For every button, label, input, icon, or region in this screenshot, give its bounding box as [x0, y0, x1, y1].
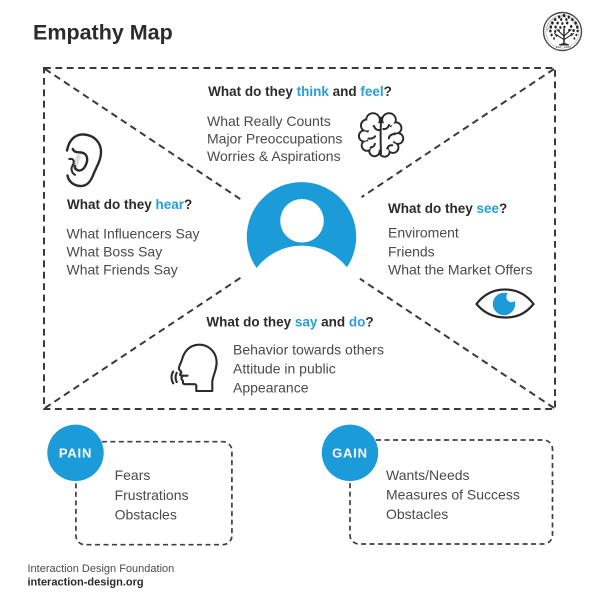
svg-text:Enviroment: Enviroment	[388, 225, 459, 241]
svg-text:What the Market Offers: What the Market Offers	[388, 262, 532, 278]
svg-text:Obstacles: Obstacles	[115, 507, 177, 523]
svg-text:Worries & Aspirations: Worries & Aspirations	[207, 148, 341, 164]
svg-text:Appearance: Appearance	[233, 380, 309, 396]
svg-text:What do they say and do?: What do they say and do?	[206, 315, 373, 330]
svg-text:Frustrations: Frustrations	[115, 487, 189, 503]
svg-text:What Really Counts: What Really Counts	[207, 113, 331, 129]
svg-text:Measures of Success: Measures of Success	[386, 487, 520, 503]
svg-text:Attitude in public: Attitude in public	[233, 361, 336, 377]
svg-text:Obstacles: Obstacles	[386, 506, 448, 522]
svg-text:Behavior towards others: Behavior towards others	[233, 342, 384, 358]
svg-text:Friends: Friends	[388, 243, 435, 259]
svg-text:What do they hear?: What do they hear?	[67, 197, 192, 212]
svg-text:EST. 2002: EST. 2002	[556, 45, 572, 49]
svg-text:Empathy Map: Empathy Map	[33, 21, 173, 45]
svg-text:PAIN: PAIN	[59, 445, 92, 460]
svg-text:What Influencers Say: What Influencers Say	[67, 225, 200, 241]
svg-text:What do they think and feel?: What do they think and feel?	[208, 84, 392, 99]
svg-text:Interaction Design Foundation: Interaction Design Foundation	[28, 563, 175, 575]
svg-text:What do they see?: What do they see?	[388, 201, 507, 216]
svg-text:Major Preoccupations: Major Preoccupations	[207, 131, 342, 147]
svg-text:What Boss Say: What Boss Say	[67, 243, 163, 259]
svg-text:What Friends Say: What Friends Say	[67, 261, 178, 277]
svg-text:interaction-design.org: interaction-design.org	[28, 577, 144, 589]
svg-text:Wants/Needs: Wants/Needs	[386, 467, 470, 483]
svg-text:GAIN: GAIN	[332, 445, 368, 460]
svg-text:Fears: Fears	[115, 467, 151, 483]
